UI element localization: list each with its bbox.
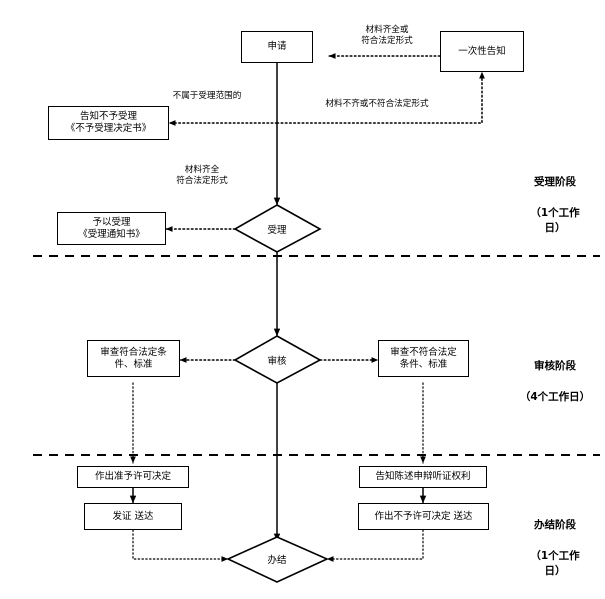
stage-complete-duration: （1个工作 日） <box>530 549 580 577</box>
edge-label-materials-incomplete: 材料不齐或不符合法定形式 <box>325 99 429 109</box>
node-review-not-conform[interactable]: 审查不符合法定 条件、标准 <box>378 340 469 377</box>
edge-label-out-of-scope: 不属于受理范围的 <box>172 91 242 101</box>
stage-label-complete: 办结阶段 （1个工作 日） <box>512 503 598 579</box>
node-issue-deliver[interactable]: 发证 送达 <box>84 503 182 530</box>
edge-reject-to-complete <box>326 529 424 562</box>
diamond-complete <box>226 536 329 583</box>
node-decide-approve[interactable]: 作出准予许可决定 <box>77 466 189 488</box>
node-review-conform[interactable]: 审查符合法定条 件、标准 <box>87 340 180 377</box>
stage-accept-name: 受理阶段 <box>534 176 576 189</box>
edge-apply-to-notice <box>276 71 485 124</box>
diamond-review <box>233 335 322 384</box>
edge-label-materials-complete-legal: 材料齐全 符合法定形式 <box>176 165 228 187</box>
edge-label-materials-complete-or-legal: 材料齐全或 符合法定形式 <box>361 25 413 47</box>
node-apply[interactable]: 申请 <box>241 31 313 63</box>
stage-label-accept: 受理阶段 （1个工作 日） <box>512 160 598 236</box>
edge-issue-to-complete <box>132 529 229 562</box>
node-grant-accept[interactable]: 予以受理 《受理通知书》 <box>57 212 166 245</box>
node-notify-rights[interactable]: 告知陈述申辩听证权利 <box>359 466 487 488</box>
stage-label-review: 审核阶段 （4个工作日） <box>508 344 602 405</box>
stage-review-name: 审核阶段 <box>534 360 576 373</box>
stage-complete-name: 办结阶段 <box>534 519 576 532</box>
node-decide-reject[interactable]: 作出不予许可决定 送达 <box>358 503 489 530</box>
diamond-accept <box>233 204 322 253</box>
stage-accept-duration: （1个工作 日） <box>530 206 580 234</box>
node-notify-not-accept[interactable]: 告知不予受理 《不予受理决定书》 <box>48 106 169 140</box>
stage-review-duration: （4个工作日） <box>519 390 591 403</box>
node-one-time-notice[interactable]: 一次性告知 <box>440 31 524 72</box>
